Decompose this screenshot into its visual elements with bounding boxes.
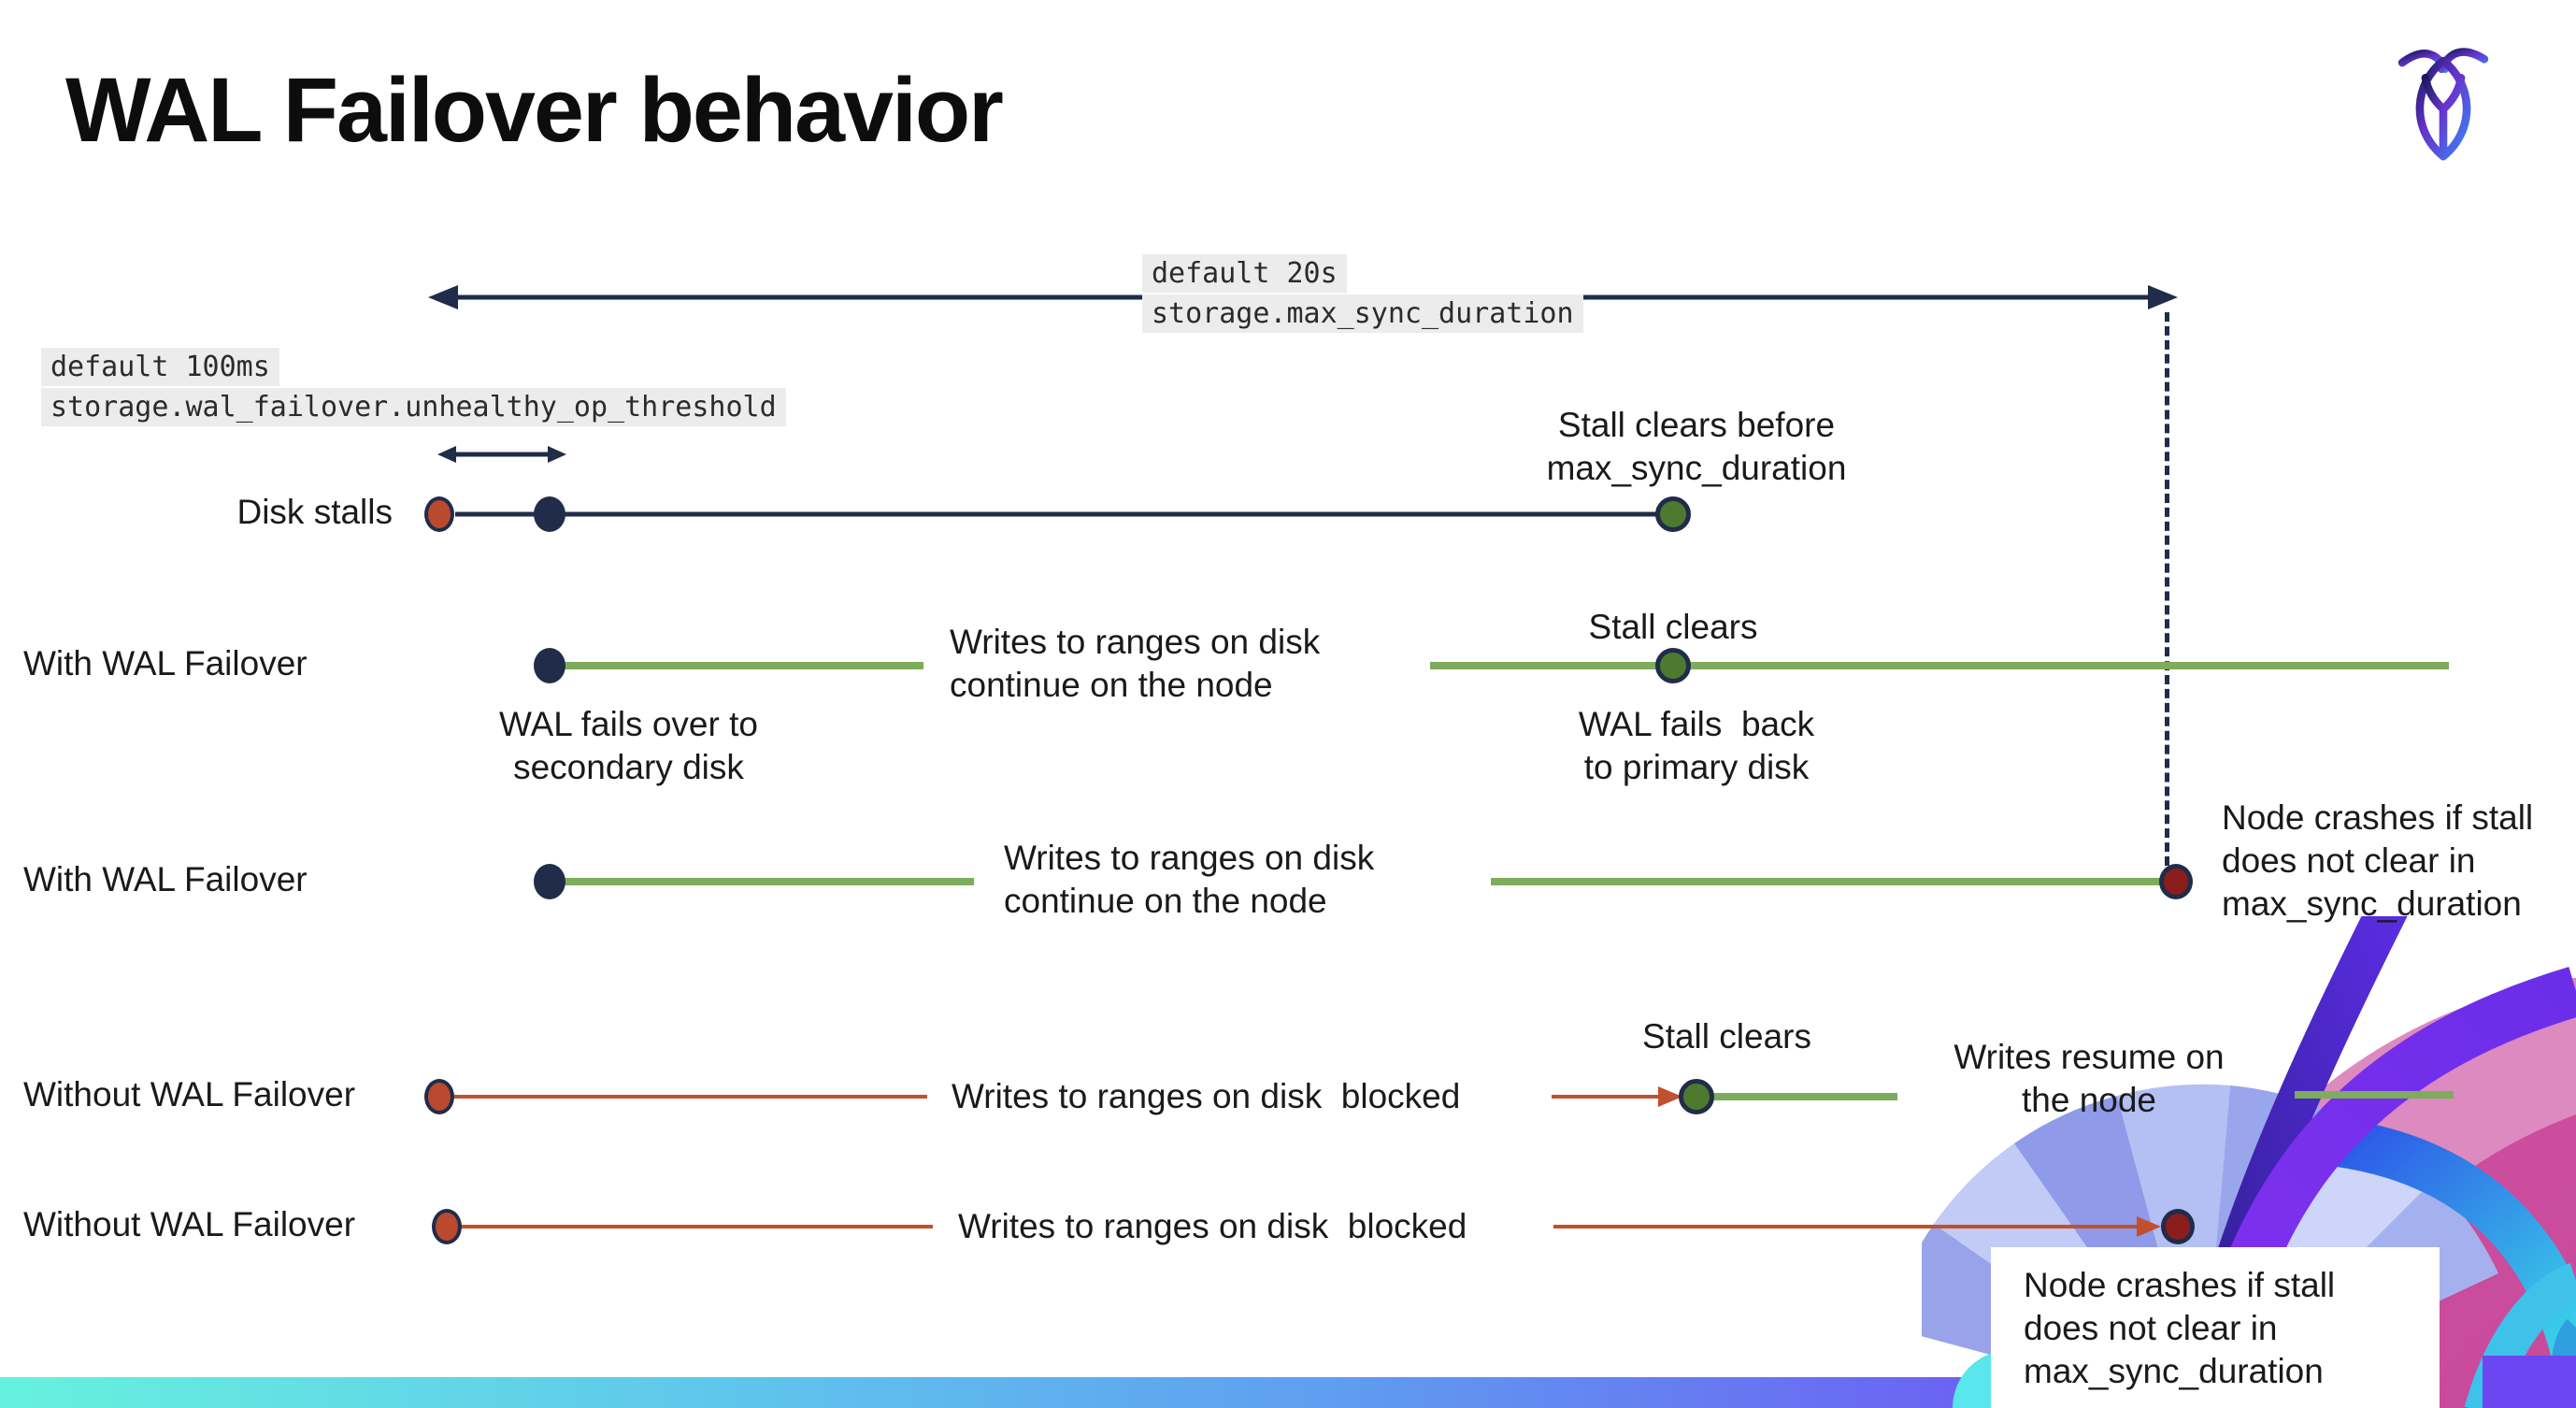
stall-clears-before-note: Stall clears before max_sync_duration	[1546, 406, 1847, 487]
writes-continue-line-left	[563, 662, 923, 669]
row-label-with-wal-failover-1: With WAL Failover	[23, 644, 308, 682]
node-crash-note: Node crashes if stall does not clear in …	[2222, 798, 2534, 923]
writes-blocked-line-left	[454, 1095, 927, 1099]
crash-note-box	[1991, 1247, 2440, 1408]
stall-clears-dot-2	[1655, 648, 1691, 683]
writes-blocked-note: Writes to ranges on disk blocked	[952, 1077, 1461, 1115]
arrowhead-left-icon	[428, 285, 458, 309]
row-label-without-wal-failover-2: Without WAL Failover	[23, 1205, 356, 1243]
writes-continue-line-right	[1430, 662, 2449, 669]
failover-start-dot-2	[534, 864, 565, 899]
max-sync-setting-label: storage.max_sync_duration	[1142, 295, 1583, 333]
small-arrowhead-left-icon	[437, 446, 456, 463]
wal-fails-over-note: WAL fails over to secondary disk	[499, 705, 758, 786]
stall-start-dot	[424, 496, 454, 532]
max-sync-default-label: default 20s	[1142, 254, 1347, 293]
max-sync-deadline-dashed-line	[2165, 312, 2169, 866]
writes-continue-note: Writes to ranges on disk continue on the…	[950, 623, 1321, 704]
writes-continue-note-2: Writes to ranges on disk continue on the…	[1004, 839, 1375, 920]
red-arrowhead-icon-2	[2137, 1216, 2161, 1237]
arrowhead-right-icon	[2148, 285, 2178, 309]
writes-resume-note: Writes resume on the node	[1953, 1038, 2225, 1119]
writes-continue-line-left-2	[563, 878, 974, 885]
wal-fails-back-note: WAL fails back to primary disk	[1578, 705, 1815, 786]
stall-clears-dot	[1655, 496, 1691, 532]
page-title: WAL Failover behavior	[65, 59, 1004, 161]
row-label-without-wal-failover-1: Without WAL Failover	[23, 1075, 356, 1113]
max-sync-duration-callout: default 20s storage.max_sync_duration	[1142, 254, 1583, 335]
threshold-reached-dot	[534, 496, 565, 532]
node-crash-note-2: Node crashes if stall does not clear in …	[2024, 1266, 2336, 1390]
row-label-disk-stalls: Disk stalls	[236, 493, 393, 531]
writes-blocked-note-2: Writes to ranges on disk blocked	[958, 1207, 1467, 1245]
op-threshold-setting-label: storage.wal_failover.unhealthy_op_thresh…	[41, 388, 786, 426]
writes-blocked-arrow-line-2	[1553, 1225, 2140, 1228]
stall-clears-note-2: Stall clears	[1588, 608, 1758, 646]
red-arrowhead-icon	[1658, 1086, 1682, 1107]
writes-blocked-line-left-2	[462, 1225, 933, 1228]
writes-continue-line-right-2	[1491, 878, 2161, 885]
disk-stall-timeline	[455, 511, 1657, 517]
stall-start-dot-3	[432, 1209, 462, 1244]
stall-start-dot-2	[424, 1079, 454, 1114]
node-crash-dot	[2159, 864, 2193, 899]
writes-resume-line-right	[2295, 1091, 2454, 1099]
stall-clears-note-3: Stall clears	[1642, 1017, 1811, 1056]
writes-blocked-arrow-line	[1552, 1095, 1664, 1099]
failover-start-dot	[534, 648, 565, 683]
stall-clears-dot-3	[1679, 1079, 1714, 1114]
row-label-with-wal-failover-2: With WAL Failover	[23, 860, 308, 898]
cockroachdb-logo-icon	[2397, 48, 2489, 161]
node-crash-dot-2	[2161, 1209, 2195, 1244]
small-arrowhead-right-icon	[548, 446, 566, 463]
writes-resume-line-left	[1712, 1093, 1897, 1100]
op-threshold-callout: default 100ms storage.wal_failover.unhea…	[41, 348, 786, 428]
op-threshold-default-label: default 100ms	[41, 348, 279, 386]
threshold-span-line	[449, 452, 555, 457]
